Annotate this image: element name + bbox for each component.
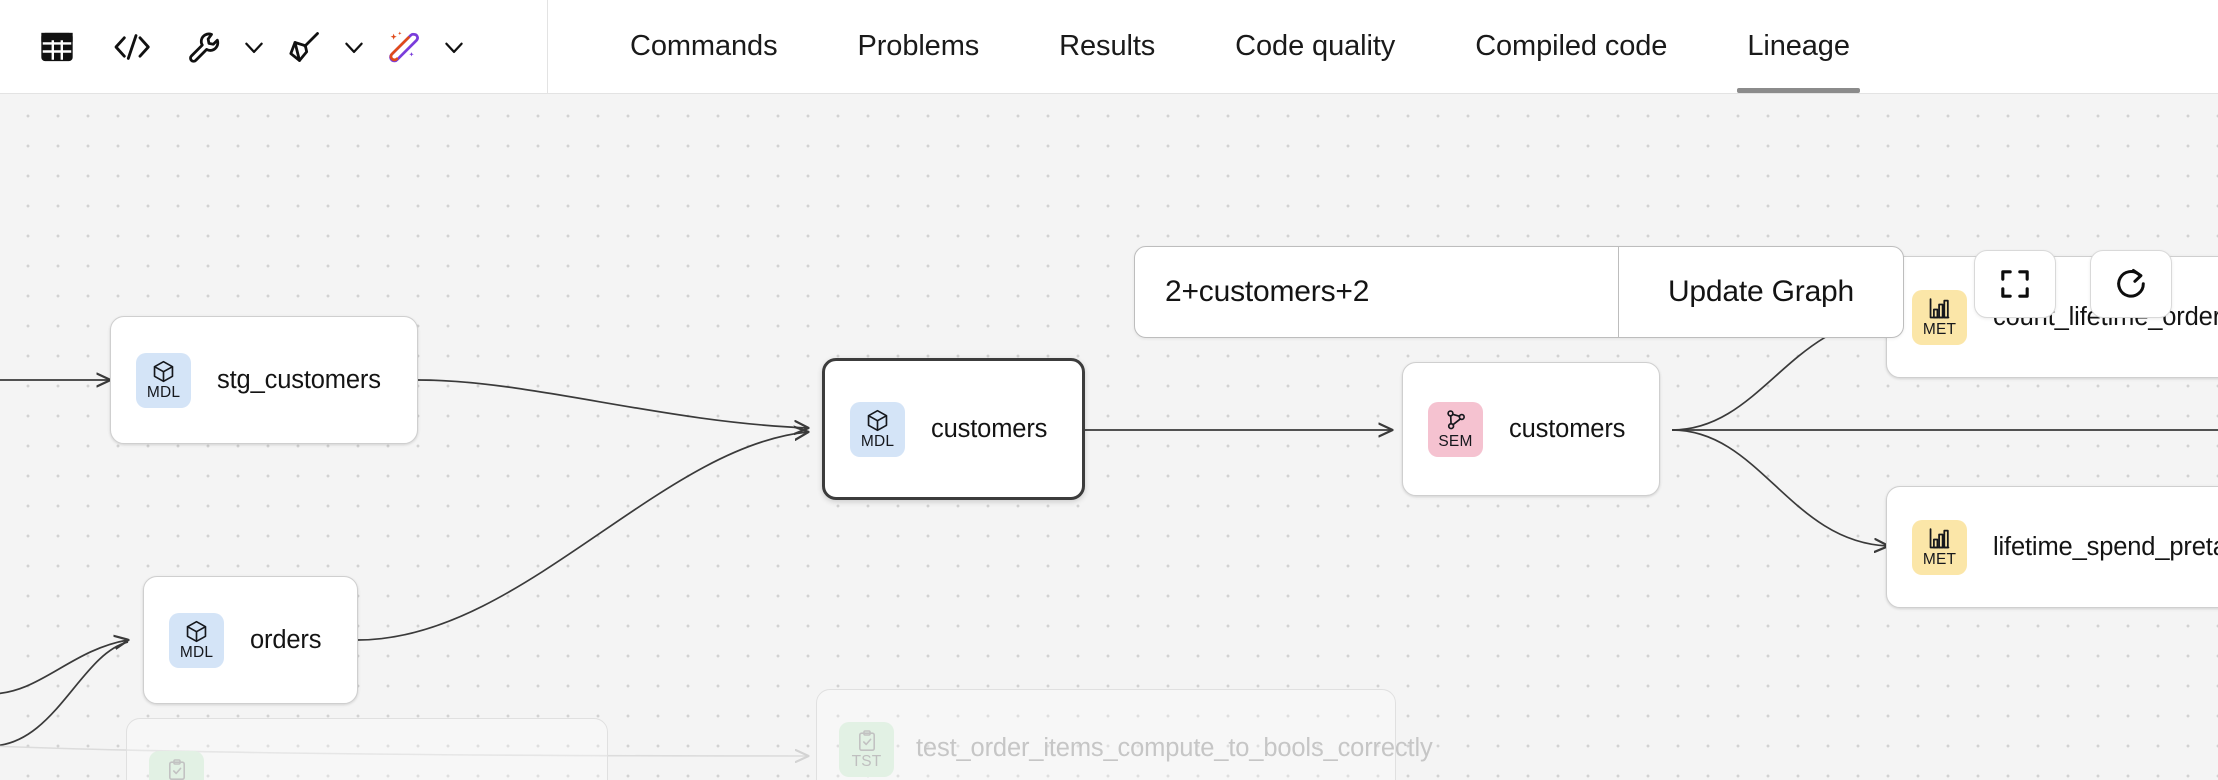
cube-icon <box>184 619 209 644</box>
code-view-icon[interactable] <box>88 19 176 75</box>
badge-label: MET <box>1922 551 1957 569</box>
badge-sem: SEM <box>1428 401 1483 457</box>
fit-view-button[interactable] <box>1974 250 2056 318</box>
node-label: customers <box>1509 414 1626 443</box>
node-label: orders <box>250 625 322 654</box>
tab-compiled-code[interactable]: Compiled code <box>1475 30 1668 62</box>
node-label: stg_customers <box>217 365 381 394</box>
update-graph-button[interactable]: Update Graph <box>1619 247 1903 337</box>
badge-mdl: MDL <box>169 612 224 668</box>
broom-icon[interactable] <box>276 19 332 75</box>
lineage-node-orders[interactable]: MDL orders <box>143 576 358 704</box>
app-header: Commands Problems Results Code quality C… <box>0 0 2218 94</box>
clipboard-check-icon <box>855 729 879 753</box>
badge-label: SEM <box>1438 433 1473 451</box>
lineage-node-customers-mdl[interactable]: MDL customers <box>822 358 1085 500</box>
tab-commands[interactable]: Commands <box>630 30 778 62</box>
node-label: customers <box>931 414 1048 443</box>
wrench-icon[interactable] <box>176 19 232 75</box>
lineage-node-lifetime-spend-pretax[interactable]: MET lifetime_spend_pretax <box>1886 486 2218 608</box>
graph-search-input[interactable] <box>1135 247 1618 337</box>
cube-icon <box>151 359 176 384</box>
panel-tabs: Commands Problems Results Code quality C… <box>548 0 2218 93</box>
badge-met: MET <box>1912 289 1967 345</box>
badge-mdl: MDL <box>850 401 905 457</box>
badge-met: MET <box>1912 519 1967 575</box>
badge-label: TST <box>851 752 882 770</box>
chevron-down-icon-ai[interactable] <box>432 19 476 75</box>
lineage-node-customers-sem[interactable]: SEM customers <box>1402 362 1660 496</box>
bar-chart-icon <box>1927 296 1952 321</box>
lineage-canvas[interactable]: MDL stg_customers MDL orders <box>0 94 2218 780</box>
search-divider <box>1617 247 1619 337</box>
tab-code-quality[interactable]: Code quality <box>1235 30 1396 62</box>
badge-label: MDL <box>146 384 181 402</box>
bar-chart-icon <box>1927 526 1952 551</box>
tab-results[interactable]: Results <box>1059 30 1156 62</box>
lineage-node-stg-customers[interactable]: MDL stg_customers <box>110 316 418 444</box>
badge-label: MDL <box>860 433 895 451</box>
refresh-graph-button[interactable] <box>2090 250 2172 318</box>
graph-search-bar: Update Graph <box>1134 246 1904 338</box>
tab-problems[interactable]: Problems <box>857 30 980 62</box>
badge-tst: TST <box>839 721 894 777</box>
node-label: test_order_items_compute_to_bools_correc… <box>916 734 1433 763</box>
node-label: lifetime_spend_pretax <box>1993 532 2218 561</box>
lineage-node-test-order-items[interactable]: TST test_order_items_compute_to_bools_co… <box>816 689 1433 780</box>
network-graph-icon <box>1443 408 1468 433</box>
clipboard-check-icon <box>165 758 189 780</box>
editor-toolbar <box>0 0 548 93</box>
tab-lineage[interactable]: Lineage <box>1707 0 1890 93</box>
chevron-down-icon-format[interactable] <box>332 19 376 75</box>
chevron-down-icon-tools[interactable] <box>232 19 276 75</box>
badge-label: MET <box>1922 321 1957 339</box>
badge-mdl: MDL <box>136 352 191 408</box>
cube-icon <box>865 408 890 433</box>
magic-wand-icon[interactable] <box>376 19 432 75</box>
lineage-node-test-partial[interactable]: TST <box>126 718 608 780</box>
badge-tst: TST <box>149 750 204 780</box>
table-view-icon[interactable] <box>26 19 88 75</box>
badge-label: MDL <box>179 644 214 662</box>
